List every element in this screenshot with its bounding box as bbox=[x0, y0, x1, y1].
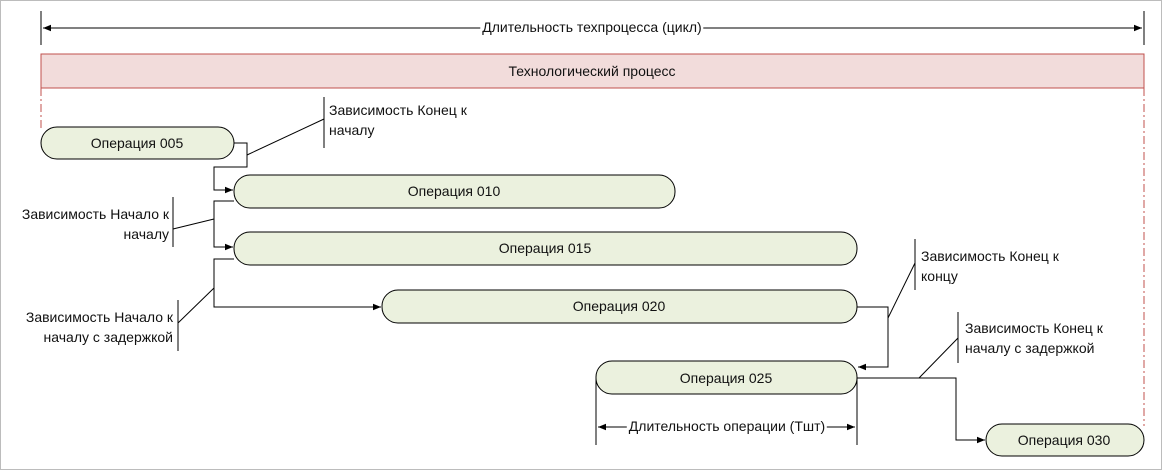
annotation-line: началу с задержкой bbox=[43, 329, 173, 345]
leader-finish-to-finish bbox=[887, 262, 916, 319]
annotation-line: началу bbox=[329, 122, 375, 138]
annotation-line: началу с задержкой bbox=[965, 340, 1095, 356]
process-bar bbox=[40, 53, 1145, 89]
annotation-line: Зависимость Конец к bbox=[921, 248, 1059, 264]
process-boundary-lines bbox=[40, 88, 1145, 426]
leader-start-to-start bbox=[172, 218, 215, 230]
connector-start-to-start bbox=[213, 200, 234, 251]
annotation-line: началу bbox=[123, 226, 169, 242]
annotation-start-to-start-lag: Зависимость Начало к началу с задержкой bbox=[1, 307, 173, 347]
annotation-finish-to-start: Зависимость Конец к началу bbox=[329, 100, 467, 140]
annotation-line: Зависимость Конец к bbox=[329, 102, 467, 118]
connector-finish-to-start bbox=[213, 142, 248, 194]
leader-finish-to-start bbox=[246, 118, 325, 156]
process-label: Технологический процесс bbox=[508, 63, 676, 79]
operation-bar-015 bbox=[233, 231, 858, 266]
operation-label-015: Операция 015 bbox=[498, 240, 592, 256]
annotation-line: Зависимость Конец к bbox=[965, 320, 1103, 336]
connector-finish-to-finish bbox=[857, 306, 889, 371]
operation-label-025: Операция 025 bbox=[679, 370, 773, 386]
operation-label-020: Операция 020 bbox=[572, 298, 666, 314]
connector-finish-to-start-lag bbox=[857, 377, 985, 444]
operation-bar-030 bbox=[985, 423, 1145, 457]
connector-start-to-start-lag bbox=[213, 258, 381, 311]
annotation-line: Зависимость Начало к bbox=[25, 309, 173, 325]
leader-start-to-start-lag bbox=[177, 287, 215, 324]
operation-label-005: Операция 005 bbox=[90, 135, 184, 151]
annotation-finish-to-finish: Зависимость Конец к концу bbox=[921, 246, 1059, 286]
cycle-duration-label: Длительность техпроцесса (цикл) bbox=[480, 17, 704, 37]
annotation-start-to-start: Зависимость Начало к началу bbox=[1, 204, 169, 244]
operation-label-010: Операция 010 bbox=[407, 183, 501, 199]
leader-finish-to-start-lag bbox=[918, 337, 959, 379]
operation-bar-010 bbox=[233, 174, 676, 209]
annotation-finish-to-start-lag: Зависимость Конец к началу с задержкой bbox=[965, 318, 1103, 358]
operation-label-030: Операция 030 bbox=[1017, 432, 1111, 448]
annotation-line: Зависимость Начало к bbox=[21, 206, 169, 222]
annotation-line: концу bbox=[921, 268, 958, 284]
operation-duration-label: Длительность операции (Тшт) bbox=[626, 416, 828, 436]
